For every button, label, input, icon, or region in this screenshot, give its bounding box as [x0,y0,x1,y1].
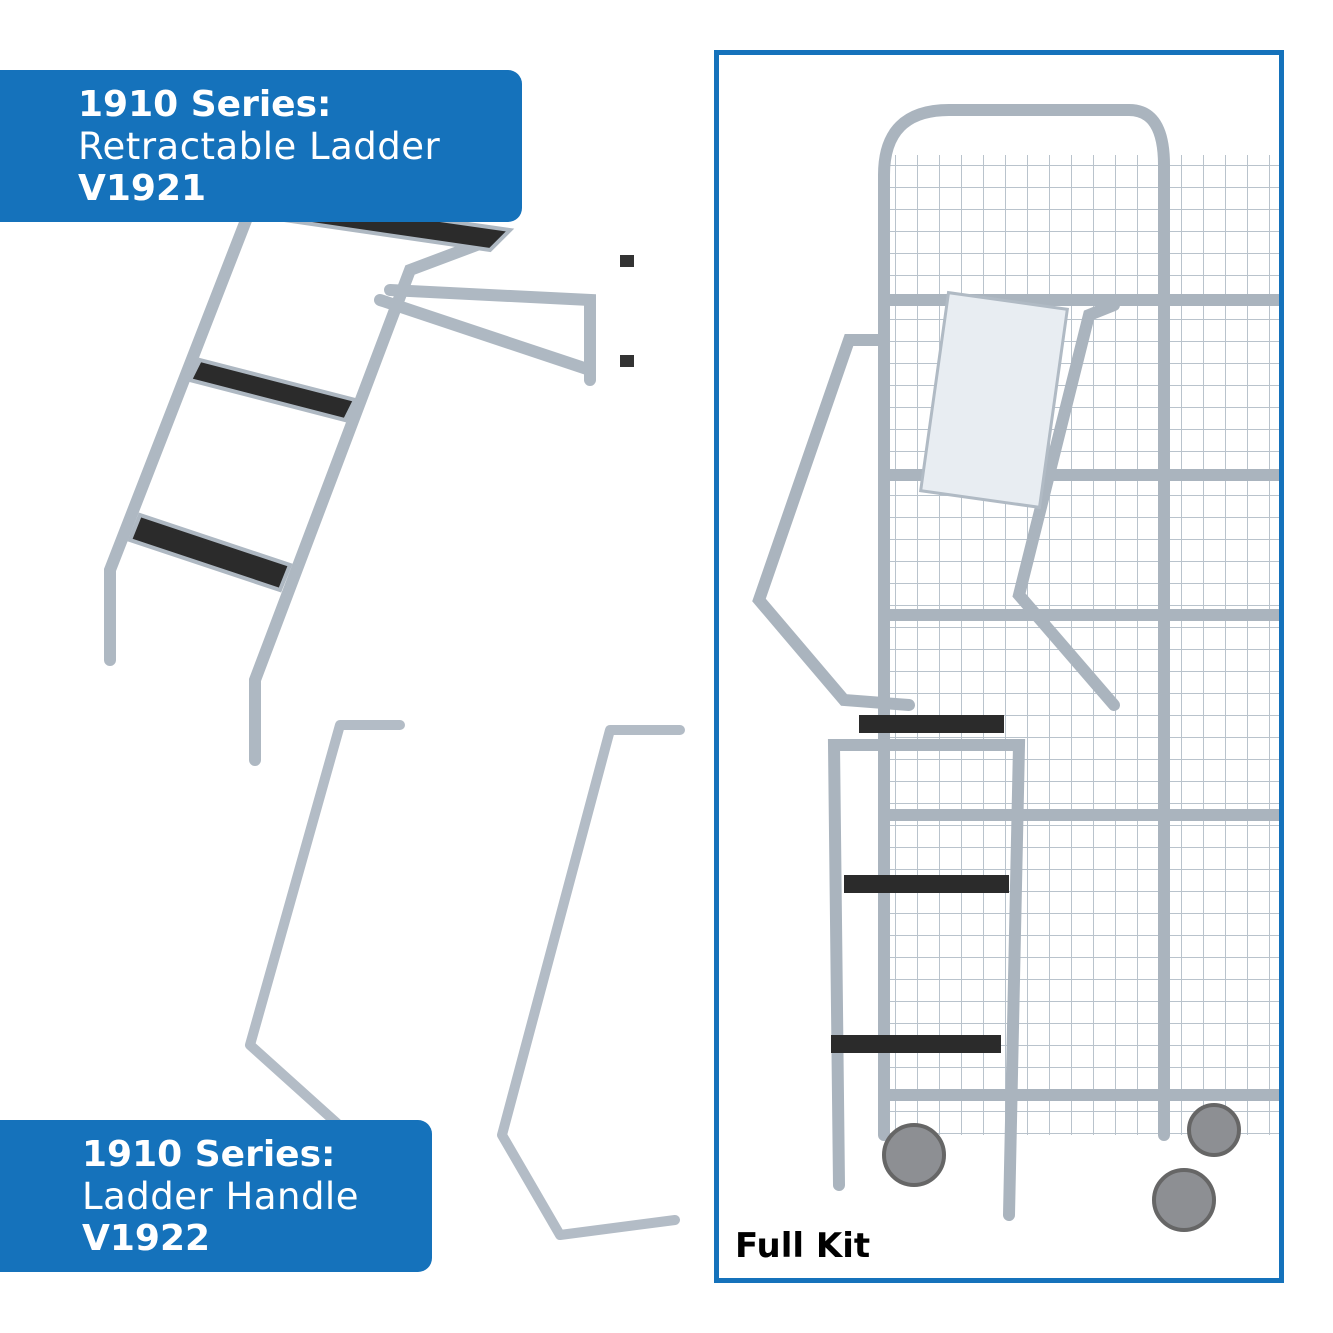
full-kit-caption: Full Kit [735,1226,871,1266]
product-name: Retractable Ladder [78,125,441,168]
retractable-ladder-label: 1910 Series: Retractable Ladder V1921 [0,70,522,222]
full-kit-cart-image [752,104,1279,1232]
series-title: 1910 Series: [82,1134,336,1175]
full-kit-frame: Full Kit [714,50,1284,1283]
ladder-handle-label: 1910 Series: Ladder Handle V1922 [0,1120,432,1272]
series-title: 1910 Series: [78,84,332,125]
retractable-ladder-image [104,192,634,766]
product-code: V1921 [78,168,207,209]
product-code: V1922 [82,1218,211,1259]
product-name: Ladder Handle [82,1175,359,1218]
